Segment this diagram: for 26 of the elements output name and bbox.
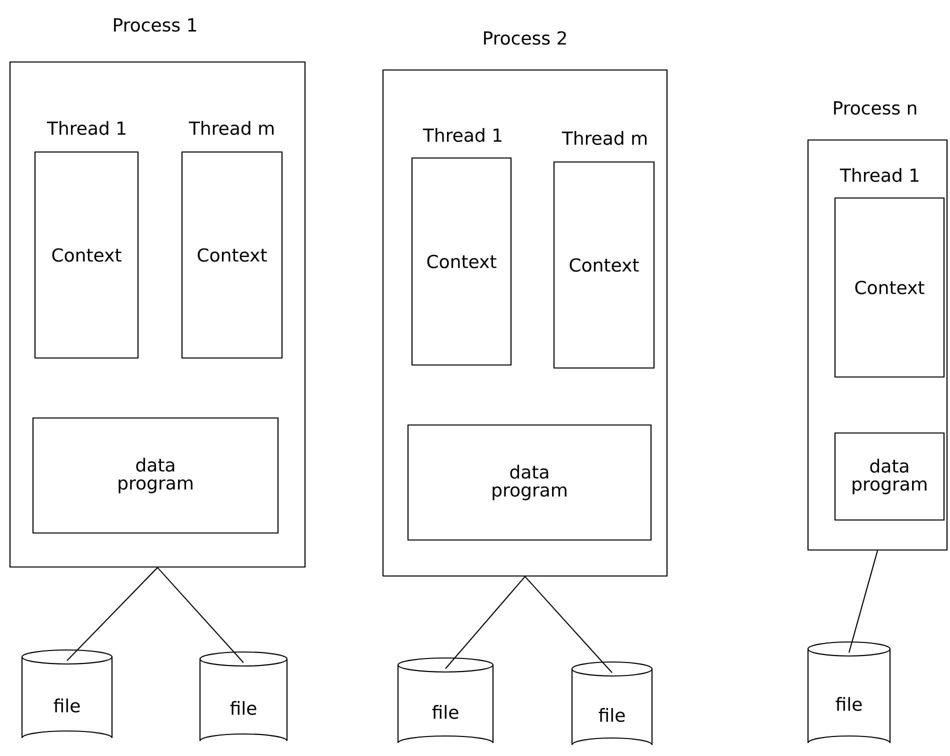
connector-line <box>445 576 526 670</box>
connector-line <box>66 567 158 662</box>
data-program-box: data program <box>32 417 279 534</box>
context-box: Thread 1 Context <box>411 128 512 366</box>
node-label: Thread 1 <box>840 168 918 182</box>
context-box: Thread m Context <box>181 121 283 359</box>
node-label: Process 1 <box>114 18 196 32</box>
node-label: Process 2 <box>484 31 566 45</box>
file-cylinder: file <box>397 657 494 744</box>
node-label: Thread 1 <box>46 121 126 135</box>
node-label: Thread m <box>562 131 647 145</box>
connector-line <box>524 576 612 674</box>
data-program-box: data program <box>407 424 652 541</box>
context-box: Thread 1 Context <box>34 121 139 359</box>
node-label: Thread m <box>188 121 274 135</box>
file-cylinder: file <box>199 651 288 742</box>
file-cylinder: file <box>21 649 113 739</box>
file-cylinder: file <box>807 641 891 744</box>
node-label: Process n <box>834 101 916 115</box>
connector-line <box>157 567 244 664</box>
connector-line <box>848 550 878 653</box>
context-box: Thread 1 Context <box>834 168 945 378</box>
data-program-box: data program <box>834 432 945 521</box>
context-box: Thread m Context <box>553 131 655 369</box>
node-label: Thread 1 <box>422 128 502 142</box>
file-cylinder: file <box>571 661 653 746</box>
